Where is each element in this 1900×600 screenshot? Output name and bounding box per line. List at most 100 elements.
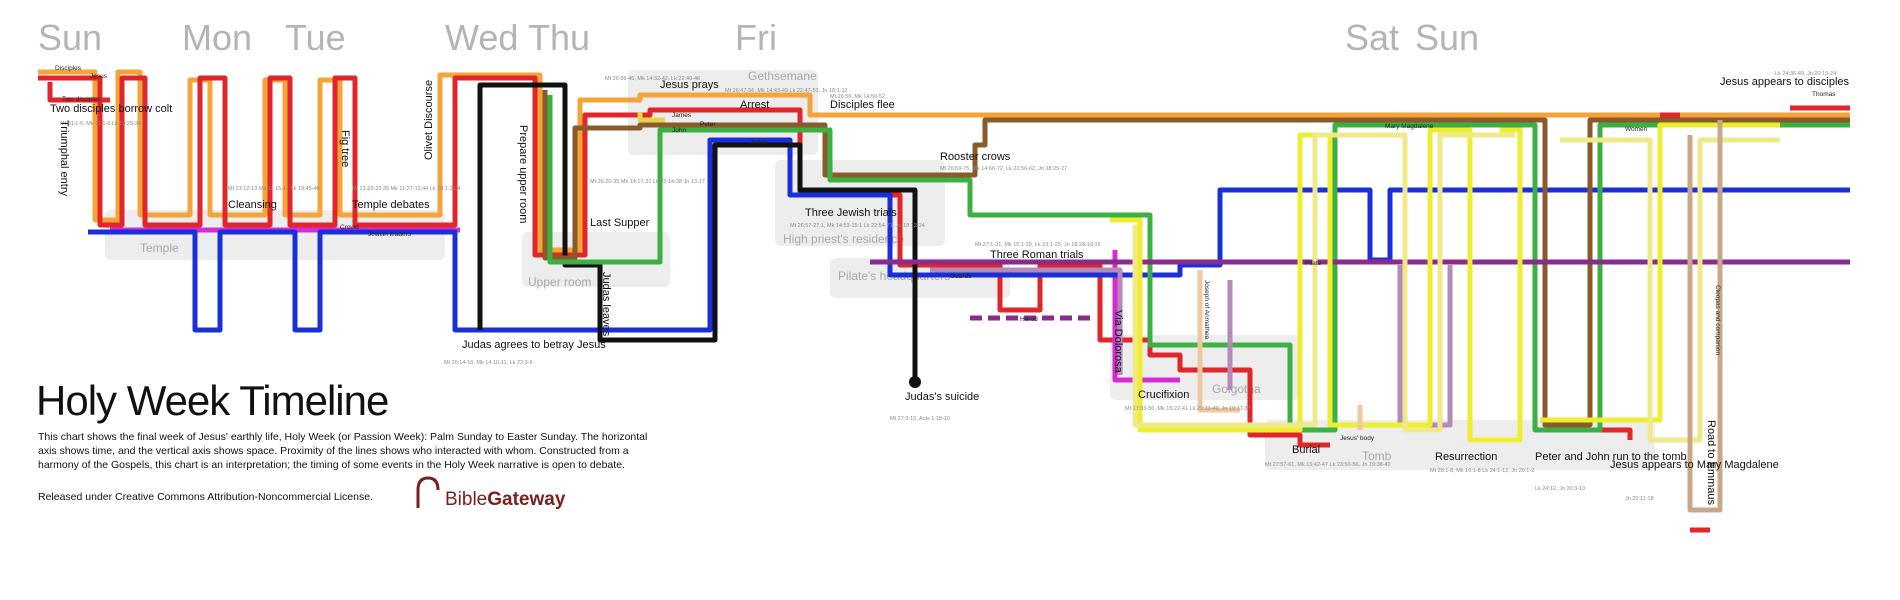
license-text: Released under Creative Commons Attribut…	[38, 491, 373, 503]
event-ref-judas-suicide: Mt 27:3-10, Acts 1:18-19	[890, 416, 950, 422]
event-ref-resurrection: Mt 28:1-8, Mk 16:1-8 Lk 24:1-12, Jn 20:1…	[1430, 468, 1534, 474]
event-ref-disciples-flee: Mt 26:56, Mk 14:50-52	[830, 94, 885, 100]
place-labels: Temple Upper room Gethsemane High priest…	[140, 69, 1392, 463]
day-thu: Thu	[528, 17, 590, 58]
event-title-jesus-prays: Jesus prays	[660, 79, 719, 91]
event-title-burial: Burial	[1292, 444, 1320, 456]
label-james: James	[672, 112, 692, 119]
logo-wordmark: BibleGateway	[445, 489, 566, 510]
place-golgotha: Golgotha	[1212, 382, 1261, 396]
logo-mark-icon	[416, 476, 440, 508]
event-ref-appears-disciples: Lk 24:36-49, Jn 20:19-24	[1775, 71, 1836, 77]
line-jewish-leaders	[88, 137, 1850, 333]
event-title-resurrection: Resurrection	[1435, 451, 1497, 463]
line-mary-magdalene	[1132, 132, 1780, 443]
line-judas	[477, 82, 918, 380]
biblegateway-logo: BibleGateway	[416, 476, 566, 510]
label-jewish-leaders: Jewish leaders	[368, 231, 412, 238]
event-ref-roman-trials: Mt 27:1-31, Mk 15:1-20, Lk 23:1-25, Jn 1…	[975, 242, 1101, 248]
label-women: Women	[1625, 126, 1648, 133]
event-ref-cleansing: Mt 21:12-13 Mk 11:15-17 Lk 19:45-46	[228, 186, 320, 192]
line-jesus-risen	[1600, 105, 1850, 533]
day-sat: Sat	[1345, 17, 1399, 58]
line-james	[637, 112, 665, 123]
label-peter: Peter	[700, 121, 716, 128]
event-title-arrest: Arrest	[740, 99, 769, 111]
event-ref-borrow-colt: Mt 21:1-6, Mk 11:1-6 Lk 19:29-34	[60, 121, 141, 127]
event-title-appears-disciples: Jesus appears to disciples	[1720, 76, 1850, 88]
event-title-crucifixion: Crucifixion	[1138, 389, 1189, 401]
place-tomb: Tomb	[1362, 449, 1392, 463]
label-crowd: Crowd	[340, 224, 359, 231]
event-ref-peter-john: Lk 24:12, Jn 20:3-10	[1535, 486, 1585, 492]
event-title-last-supper: Last Supper	[590, 217, 650, 229]
label-mary-magdalene: Mary Magdalene	[1385, 123, 1434, 130]
event-title-triumphal-entry: Triumphal entry	[58, 120, 70, 197]
event-title-jewish-trials: Three Jewish trials	[805, 207, 897, 219]
event-ref-temple-debates: Mt 21:23-23:39 Mk 11:27-12:44 Lk 20:1-21…	[352, 186, 460, 192]
label-disciples: Disciples	[55, 65, 82, 72]
label-pilate: Pilate	[1305, 260, 1322, 267]
event-title-via-dolorosa: Via Dolorosa	[1112, 310, 1124, 374]
description-line-1: This chart shows the final week of Jesus…	[38, 431, 647, 443]
place-temple: Temple	[140, 241, 179, 255]
legend-block: Holy Week Timeline This chart shows the …	[36, 377, 647, 510]
day-wed: Wed	[445, 17, 518, 58]
event-title-emmaus: Road to Emmaus	[1705, 420, 1717, 505]
event-ref-judas-agrees: Mt 26:14-16, Mk 14:10-11, Lk 22:3-6	[444, 360, 533, 366]
event-ref-jewish-trials: Mt 26:57-27:1, Mk 14:53-15:1 Lk 22:54-71…	[790, 223, 925, 229]
day-tue: Tue	[285, 17, 346, 58]
label-jesus-body: Jesus' body	[1340, 435, 1375, 442]
label-herod: Herod	[1020, 316, 1038, 323]
label-two-disciples: Two disciples	[62, 96, 101, 103]
event-title-cleansing: Cleansing	[228, 199, 277, 211]
event-title-rooster: Rooster crows	[940, 151, 1011, 163]
page-title: Holy Week Timeline	[36, 377, 388, 424]
event-title-appears-mary: Jesus appears to Mary Magdalene	[1610, 459, 1779, 471]
event-ref-arrest: Mt 26:47-56, Mk 14:43-49 Lk 22:47-53, Jn…	[725, 88, 848, 94]
event-ref-rooster: Mt 26:69-75, Mk 14:66-72, Lk 22:56-62, J…	[940, 166, 1067, 172]
event-title-borrow-colt: Two disciples borrow colt	[50, 103, 172, 115]
day-sun-easter: Sun	[1415, 17, 1479, 58]
judas-end-marker	[909, 376, 921, 388]
event-labels: Two disciples borrow colt Mt 21:1-6, Mk …	[50, 71, 1850, 505]
logo-word-light: Bible	[445, 489, 487, 510]
place-upper-room: Upper room	[528, 275, 591, 289]
line-labels: Disciples Jesus Two disciples Crowd Jewi…	[55, 65, 1836, 442]
event-title-peter-john: Peter and John run to the tomb	[1535, 451, 1687, 463]
line-peter	[542, 90, 1850, 428]
event-title-judas-suicide: Judas's suicide	[905, 391, 979, 403]
description-line-2: axis shows time, and the vertical axis s…	[38, 445, 629, 457]
event-ref-jesus-prays: Mt 26:36-46, Mk 14:32-42, Lk 22:40-46	[605, 76, 700, 82]
label-thomas: Thomas	[1812, 91, 1836, 98]
description-line-3: harmony of the Gospels, this chart is an…	[38, 459, 625, 471]
day-sun: Sun	[38, 17, 102, 58]
line-disciples	[38, 69, 1850, 253]
label-joseph: Joseph of Arimathea	[1203, 280, 1210, 340]
event-title-judas-leaves: Judas leaves	[600, 272, 612, 337]
label-cleopas: Cleopas and companion	[1714, 285, 1721, 355]
day-headers: Sun Mon Tue Wed Thu Fri Sat Sun	[38, 17, 1479, 58]
line-john	[547, 95, 1850, 433]
event-ref-crucifixion: Mt 27:33-56, Mk 15:22-41 Lk 23:33-49, Jn…	[1125, 406, 1251, 412]
place-gethsemane: Gethsemane	[748, 69, 817, 83]
event-title-disciples-flee: Disciples flee	[830, 99, 895, 111]
logo-word-bold: Gateway	[487, 489, 566, 510]
story-lines	[38, 69, 1850, 533]
event-title-prepare-room: Prepare upper room	[517, 125, 529, 223]
line-two-disciples	[47, 82, 110, 103]
day-mon: Mon	[182, 17, 252, 58]
event-title-fig-tree: Fig tree	[339, 130, 351, 167]
event-title-roman-trials: Three Roman trials	[990, 249, 1084, 261]
place-high-priest: High priest's residence	[783, 232, 904, 246]
label-john: John	[672, 127, 686, 134]
line-joseph	[1197, 270, 1363, 430]
label-guards: Guards	[950, 273, 972, 280]
event-title-temple-debates: Temple debates	[352, 199, 430, 211]
day-fri: Fri	[735, 17, 777, 58]
event-title-olivet: Olivet Discourse	[423, 80, 435, 160]
event-title-judas-agrees: Judas agrees to betray Jesus	[462, 339, 606, 351]
event-ref-burial: Mt 27:57-61, Mk 15:42-47 Lk 23:50-56, Jn…	[1265, 462, 1391, 468]
event-ref-last-supper: Mt 26:20-35 Mk 14:17-31 Lk 22:14-38 Jn 1…	[590, 179, 705, 185]
